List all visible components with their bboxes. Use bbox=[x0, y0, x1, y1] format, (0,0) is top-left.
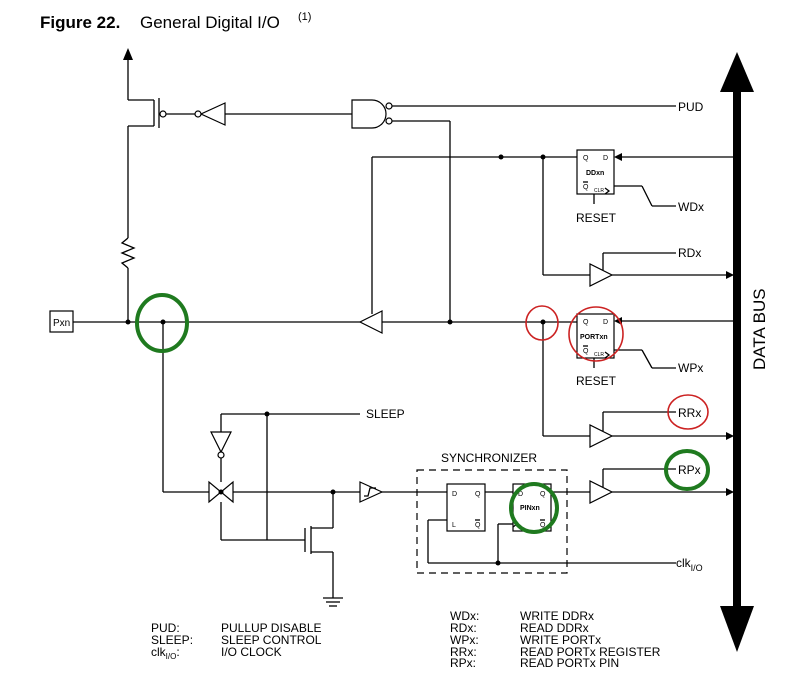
latch-q: Q bbox=[475, 491, 481, 498]
legend-key-clk-suffix: : bbox=[176, 645, 179, 659]
ddxn-qbar: Q bbox=[583, 184, 589, 191]
legend-key-clk-main: clk bbox=[151, 645, 167, 659]
port-section: Q D PORTxn Q CLR WPx RESET RRx bbox=[542, 313, 734, 448]
legend-key-clk-sub: I/O bbox=[166, 652, 177, 661]
pinxn-d: D bbox=[518, 491, 523, 498]
highlight-port-junction bbox=[525, 305, 559, 341]
clk-main: clk bbox=[676, 556, 692, 570]
highlights bbox=[135, 293, 710, 534]
legend-key-sleep: SLEEP: bbox=[151, 633, 193, 647]
figure-title: General Digital I/O bbox=[140, 13, 280, 32]
rrx-label: RRx bbox=[678, 406, 701, 420]
legend-value-pud: PULLUP DISABLE bbox=[221, 621, 322, 635]
legend-key-rdx: RDx: bbox=[450, 621, 477, 635]
ddxn-q: Q bbox=[583, 155, 589, 162]
portxn-clr: CLR bbox=[594, 352, 604, 358]
pullup-section: PUD bbox=[120, 48, 704, 322]
clk-label: clkI/O bbox=[676, 556, 703, 573]
ddxn-clr: CLR bbox=[594, 188, 604, 194]
latch-l: L bbox=[452, 522, 456, 529]
ddr-section: Q D DDxn Q CLR WDx RESET RDx bbox=[371, 149, 734, 312]
reset-ddr-label: RESET bbox=[576, 211, 617, 225]
figure-number: Figure 22. bbox=[40, 13, 120, 32]
rdx-label: RDx bbox=[678, 246, 701, 260]
portxn-qbar: Q bbox=[583, 348, 589, 355]
legend-key-rrx: RRx: bbox=[450, 645, 477, 659]
highlight-rrx bbox=[667, 394, 709, 430]
pinxn-name: PINxn bbox=[520, 505, 540, 512]
clk-sub: I/O bbox=[691, 563, 703, 573]
legend-value-clk: I/O CLOCK bbox=[221, 645, 282, 659]
ddxn-d: D bbox=[603, 155, 608, 162]
ddxn-name: DDxn bbox=[586, 170, 604, 177]
data-bus-label: DATA BUS bbox=[750, 288, 769, 370]
reset-port-label: RESET bbox=[576, 374, 617, 388]
pinxn-qbar: Q bbox=[540, 522, 546, 529]
rpx-label: RPx bbox=[678, 463, 701, 477]
latch-d: D bbox=[452, 491, 457, 498]
pin-label: Pxn bbox=[53, 318, 70, 329]
ddxn-block bbox=[576, 149, 615, 195]
pud-label: PUD bbox=[678, 100, 704, 114]
synchronizer-label: SYNCHRONIZER bbox=[441, 451, 537, 465]
legend-key-clk: clkI/O: bbox=[151, 645, 180, 661]
legend-value-rpx: READ PORTx PIN bbox=[520, 656, 619, 670]
portxn-name: PORTxn bbox=[580, 334, 608, 341]
legend-value-wpx: WRITE PORTx bbox=[520, 633, 601, 647]
synchronizer: SYNCHRONIZER D Q L Q D Q PINxn Q clkI/O … bbox=[416, 451, 734, 574]
portxn-block bbox=[576, 313, 615, 359]
portxn-d: D bbox=[603, 319, 608, 326]
legend-right: WDx: WRITE DDRx RDx: READ DDRx WPx: WRIT… bbox=[450, 609, 661, 670]
latch-block bbox=[446, 483, 486, 532]
legend-key-wdx: WDx: bbox=[450, 609, 479, 623]
figure-superscript: (1) bbox=[298, 11, 311, 23]
latch-qbar: Q bbox=[475, 522, 481, 529]
portxn-q: Q bbox=[583, 319, 589, 326]
data-bus: DATA BUS bbox=[720, 52, 769, 652]
sleep-label: SLEEP bbox=[366, 407, 405, 421]
legend-value-rdx: READ DDRx bbox=[520, 621, 589, 635]
legend-key-rpx: RPx: bbox=[450, 656, 476, 670]
input-section: SLEEP bbox=[162, 322, 447, 607]
legend-value-sleep: SLEEP CONTROL bbox=[221, 633, 322, 647]
legend-left: PUD: PULLUP DISABLE SLEEP: SLEEP CONTROL… bbox=[151, 621, 322, 661]
highlight-rpx bbox=[664, 449, 710, 491]
legend-value-rrx: READ PORTx REGISTER bbox=[520, 645, 661, 659]
wpx-label: WPx bbox=[678, 361, 703, 375]
pinxn-q: Q bbox=[540, 491, 546, 498]
wdx-label: WDx bbox=[678, 200, 704, 214]
pin-line: Pxn bbox=[49, 310, 577, 334]
legend-value-wdx: WRITE DDRx bbox=[520, 609, 594, 623]
legend-key-pud: PUD: bbox=[151, 621, 180, 635]
legend-key-wpx: WPx: bbox=[450, 633, 479, 647]
highlight-pin-junction bbox=[135, 293, 189, 353]
highlight-pinxn bbox=[509, 482, 559, 534]
highlight-portxn bbox=[568, 306, 624, 362]
